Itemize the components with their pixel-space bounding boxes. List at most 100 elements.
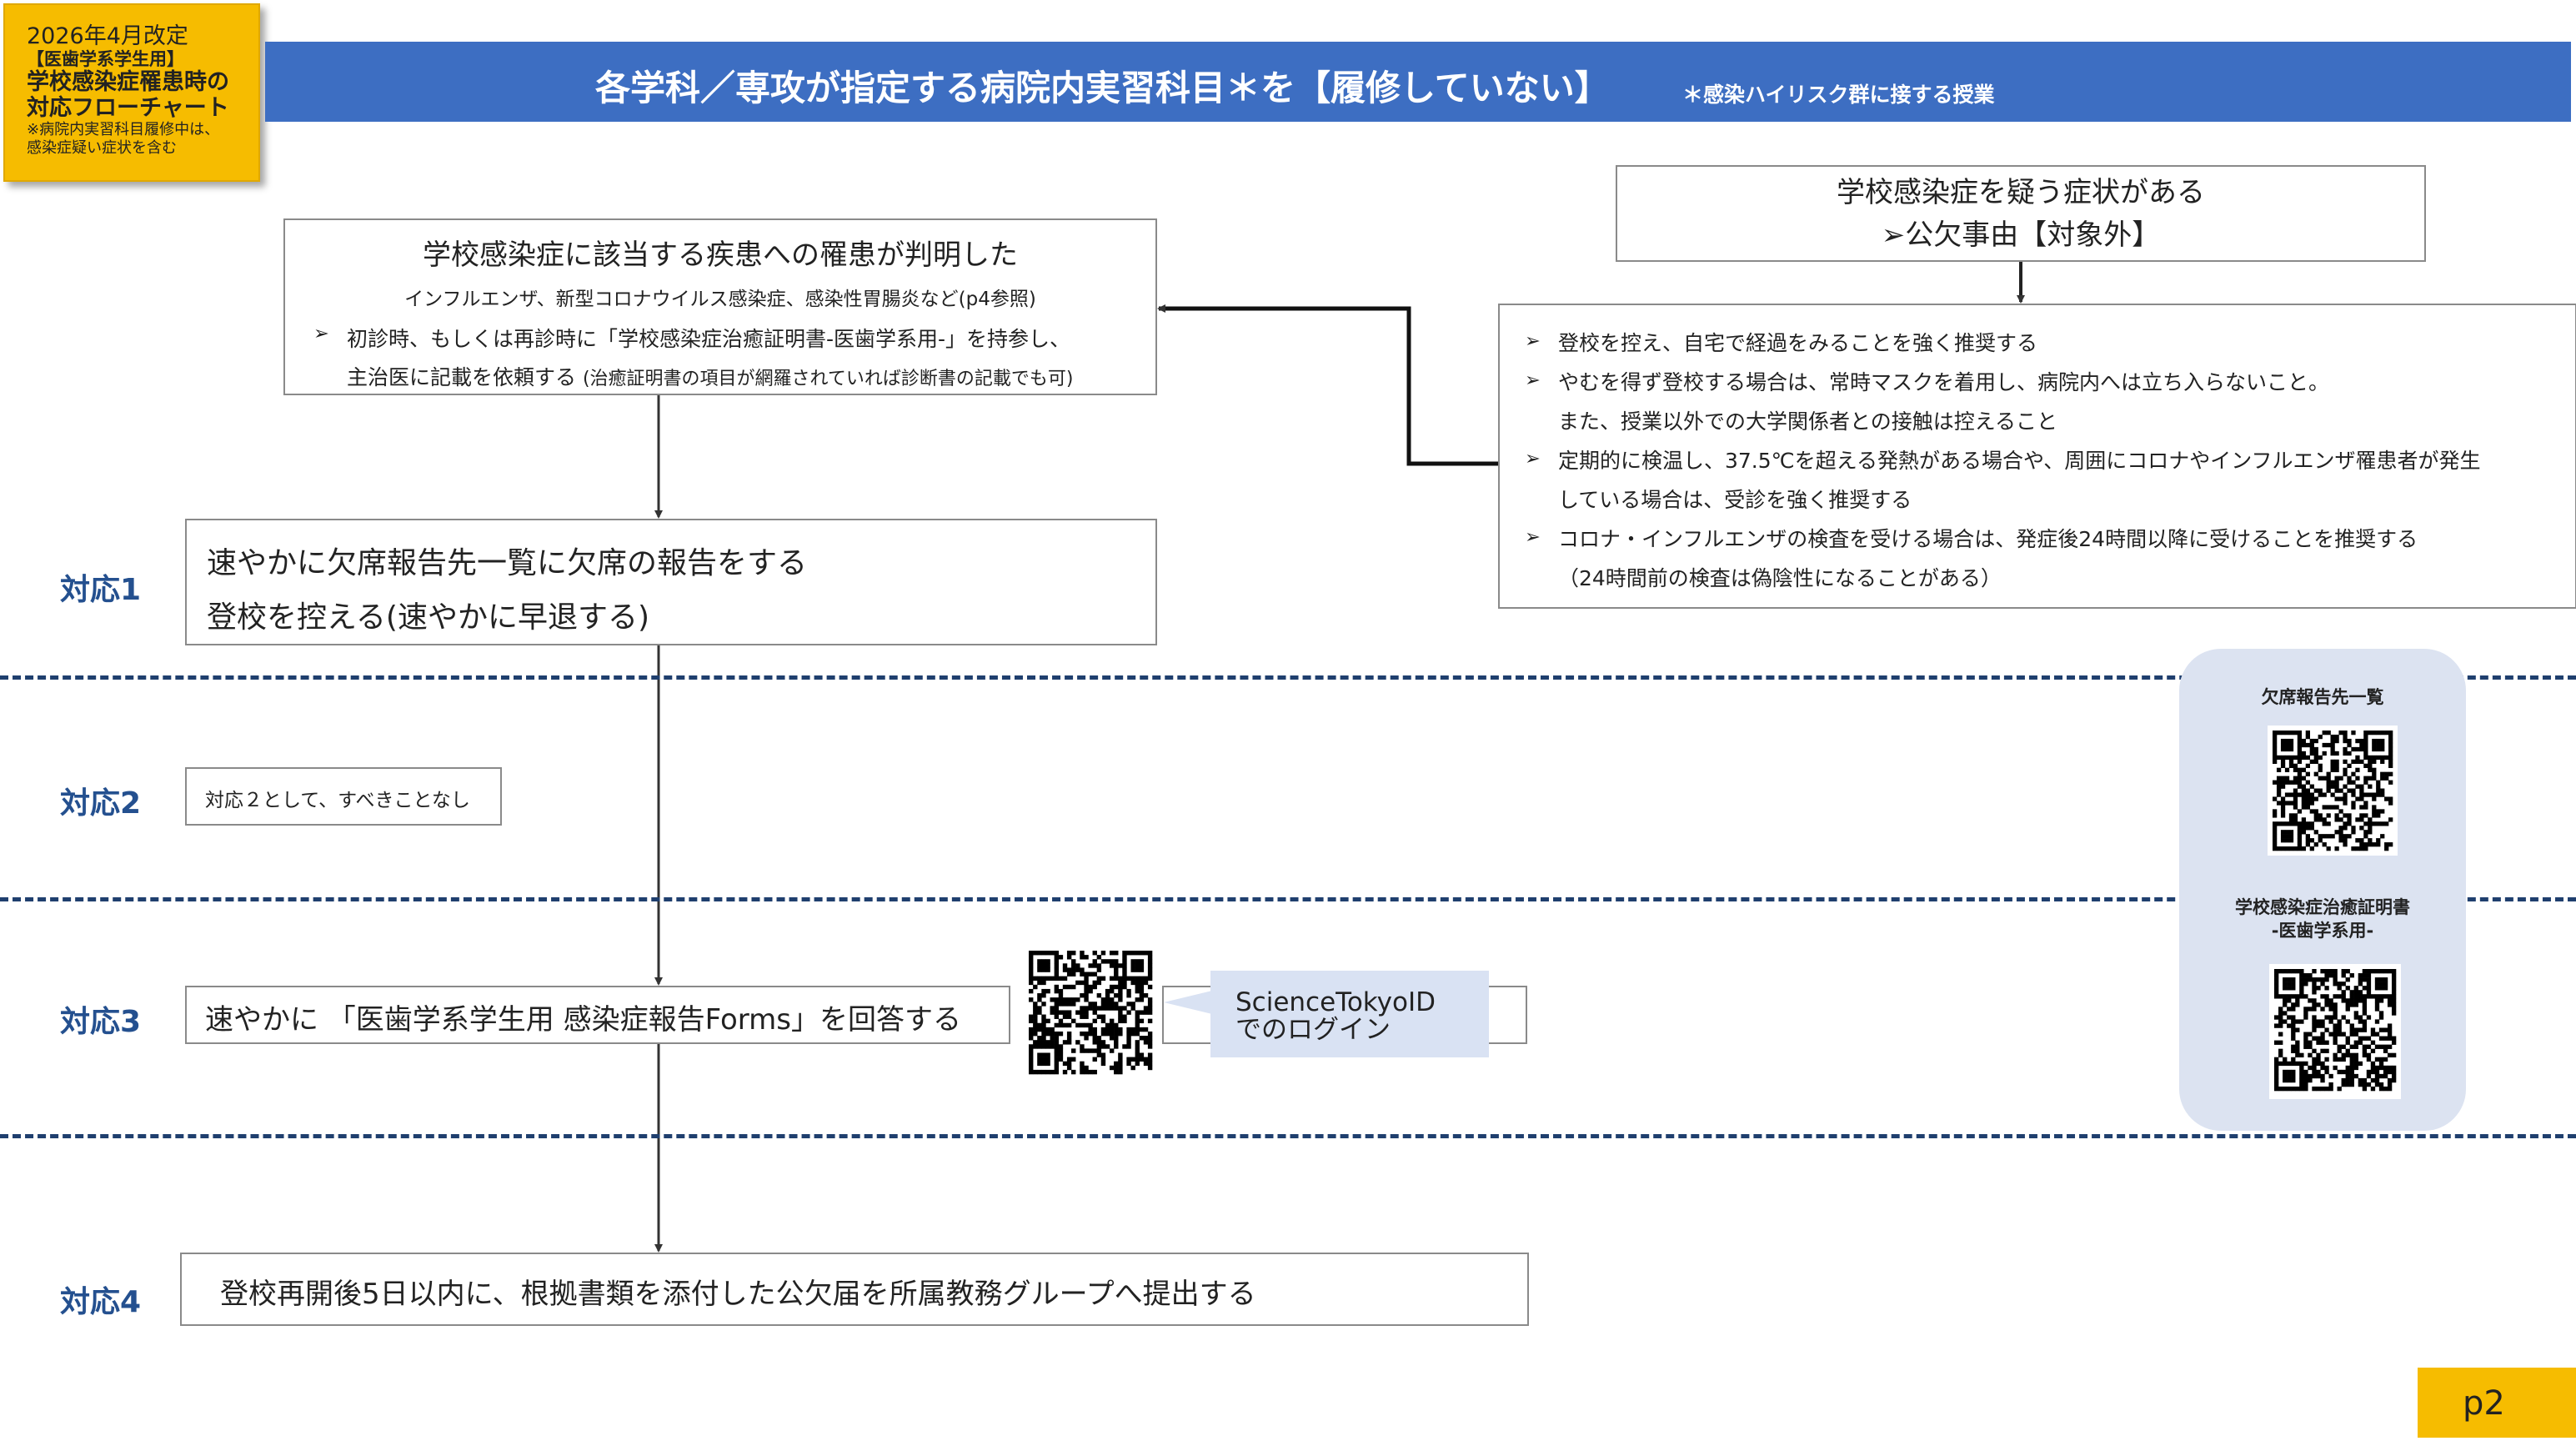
qr-module bbox=[2309, 759, 2314, 765]
qr-module bbox=[2351, 771, 2356, 776]
qr-module bbox=[2309, 826, 2314, 831]
qr-module bbox=[1045, 1069, 1050, 1075]
qr-module bbox=[1054, 1040, 1060, 1045]
qr-module bbox=[2368, 792, 2373, 797]
qr-module bbox=[1092, 1018, 1097, 1024]
qr-module bbox=[2322, 751, 2327, 756]
qr-module bbox=[2274, 1023, 2279, 1028]
qr-module bbox=[2388, 755, 2393, 761]
qr-module bbox=[1096, 993, 1102, 998]
qr-module bbox=[1080, 980, 1085, 986]
qr-module bbox=[2273, 842, 2278, 847]
qr-module bbox=[2362, 1048, 2368, 1053]
qr-module bbox=[2337, 1069, 2342, 1075]
qr-module bbox=[2374, 969, 2380, 974]
qr-module bbox=[1033, 1044, 1038, 1049]
qr-module bbox=[2333, 1007, 2338, 1012]
qr-module bbox=[2276, 731, 2282, 736]
qr-module bbox=[1092, 1040, 1097, 1045]
qr-module bbox=[2349, 1077, 2354, 1083]
qr-module bbox=[1114, 951, 1119, 956]
qr-module bbox=[2378, 998, 2384, 1003]
qr-module bbox=[2291, 1032, 2296, 1037]
qr-module bbox=[2273, 746, 2278, 752]
qr-module bbox=[2353, 998, 2358, 1003]
qr-module bbox=[1054, 1061, 1060, 1067]
qr-module bbox=[1084, 988, 1089, 994]
qr-module bbox=[2380, 746, 2385, 752]
forms-qr-code[interactable] bbox=[1024, 946, 1157, 1079]
qr-module bbox=[2333, 1027, 2338, 1032]
absence-contacts-qr-code[interactable] bbox=[2268, 726, 2398, 856]
qr-module bbox=[2334, 817, 2339, 822]
certificate-qr-code[interactable] bbox=[2269, 964, 2401, 1099]
qr-module bbox=[2366, 1069, 2372, 1075]
qr-module bbox=[2349, 990, 2354, 995]
qr-module bbox=[2333, 994, 2338, 999]
qr-module bbox=[2312, 1048, 2317, 1053]
qr-module bbox=[2274, 994, 2279, 999]
qr-module bbox=[1066, 997, 1072, 1002]
qr-module bbox=[1114, 1006, 1119, 1011]
qr-module bbox=[2347, 780, 2352, 785]
qr-module bbox=[1126, 951, 1131, 956]
qr-module bbox=[2299, 973, 2304, 978]
qr-module bbox=[1033, 1022, 1038, 1028]
qr-module bbox=[2387, 1036, 2393, 1041]
qr-module bbox=[1062, 976, 1068, 982]
qr-module bbox=[2345, 1065, 2350, 1071]
qr-module bbox=[2297, 821, 2303, 826]
qr-module bbox=[2368, 830, 2373, 835]
qr-module bbox=[1037, 1057, 1042, 1062]
qr-module bbox=[1143, 1040, 1149, 1045]
qr-module bbox=[2358, 1077, 2363, 1083]
qr-module bbox=[2273, 838, 2278, 843]
qr-module bbox=[1071, 1069, 1076, 1075]
qr-module bbox=[2303, 1044, 2308, 1049]
qr-module bbox=[1033, 1027, 1038, 1032]
qr-module bbox=[2316, 1069, 2321, 1075]
step1-box: 速やかに欠席報告先一覧に欠席の報告をする 登校を控える(速やかに早退する) bbox=[185, 519, 1157, 645]
qr-module bbox=[1029, 1036, 1034, 1041]
qr-module bbox=[2349, 1032, 2354, 1037]
qr-module bbox=[1088, 963, 1093, 968]
qr-module bbox=[1066, 1036, 1072, 1041]
qr-module bbox=[2278, 1032, 2283, 1037]
qr-module bbox=[2320, 1019, 2325, 1024]
certificate-label-line1: 学校感染症治癒証明書 bbox=[2235, 897, 2410, 917]
qr-module bbox=[2383, 1086, 2388, 1092]
qr-module bbox=[2341, 994, 2346, 999]
revision-tag: 2026年4月改定 【医歯学系学生用】 学校感染症罹患時の 対応フローチャート … bbox=[3, 3, 260, 182]
qr-module bbox=[1062, 1022, 1068, 1028]
qr-module bbox=[2274, 1015, 2279, 1020]
qr-module bbox=[2359, 784, 2364, 789]
qr-module bbox=[1122, 972, 1127, 977]
qr-module bbox=[2387, 969, 2393, 974]
qr-module bbox=[2278, 1040, 2283, 1045]
qr-module bbox=[2372, 755, 2377, 761]
qr-module bbox=[2328, 1002, 2333, 1007]
qr-module bbox=[1037, 1010, 1042, 1015]
qr-module bbox=[2303, 977, 2308, 982]
qr-module bbox=[2299, 990, 2304, 995]
qr-module bbox=[2343, 796, 2348, 801]
qr-module bbox=[2333, 1011, 2338, 1016]
qr-module bbox=[2337, 1057, 2342, 1062]
qr-module bbox=[2287, 994, 2292, 999]
qr-module bbox=[1029, 1044, 1034, 1049]
qr-module bbox=[2312, 1027, 2317, 1032]
qr-module bbox=[2278, 1011, 2283, 1016]
qr-module bbox=[2341, 1077, 2346, 1083]
login-callout: ScienceTokyoID でのログイン bbox=[1210, 971, 1489, 1057]
qr-module bbox=[2374, 1073, 2380, 1079]
qr-module bbox=[1114, 1027, 1119, 1032]
qr-module bbox=[2333, 969, 2338, 974]
qr-module bbox=[2318, 838, 2323, 843]
qr-module bbox=[2359, 838, 2364, 843]
qr-module bbox=[2376, 792, 2381, 797]
qr-module bbox=[1029, 976, 1034, 982]
qr-module bbox=[2312, 1057, 2317, 1062]
qr-module bbox=[2366, 994, 2372, 999]
qr-module bbox=[2313, 813, 2318, 818]
qr-module bbox=[1096, 1036, 1102, 1041]
